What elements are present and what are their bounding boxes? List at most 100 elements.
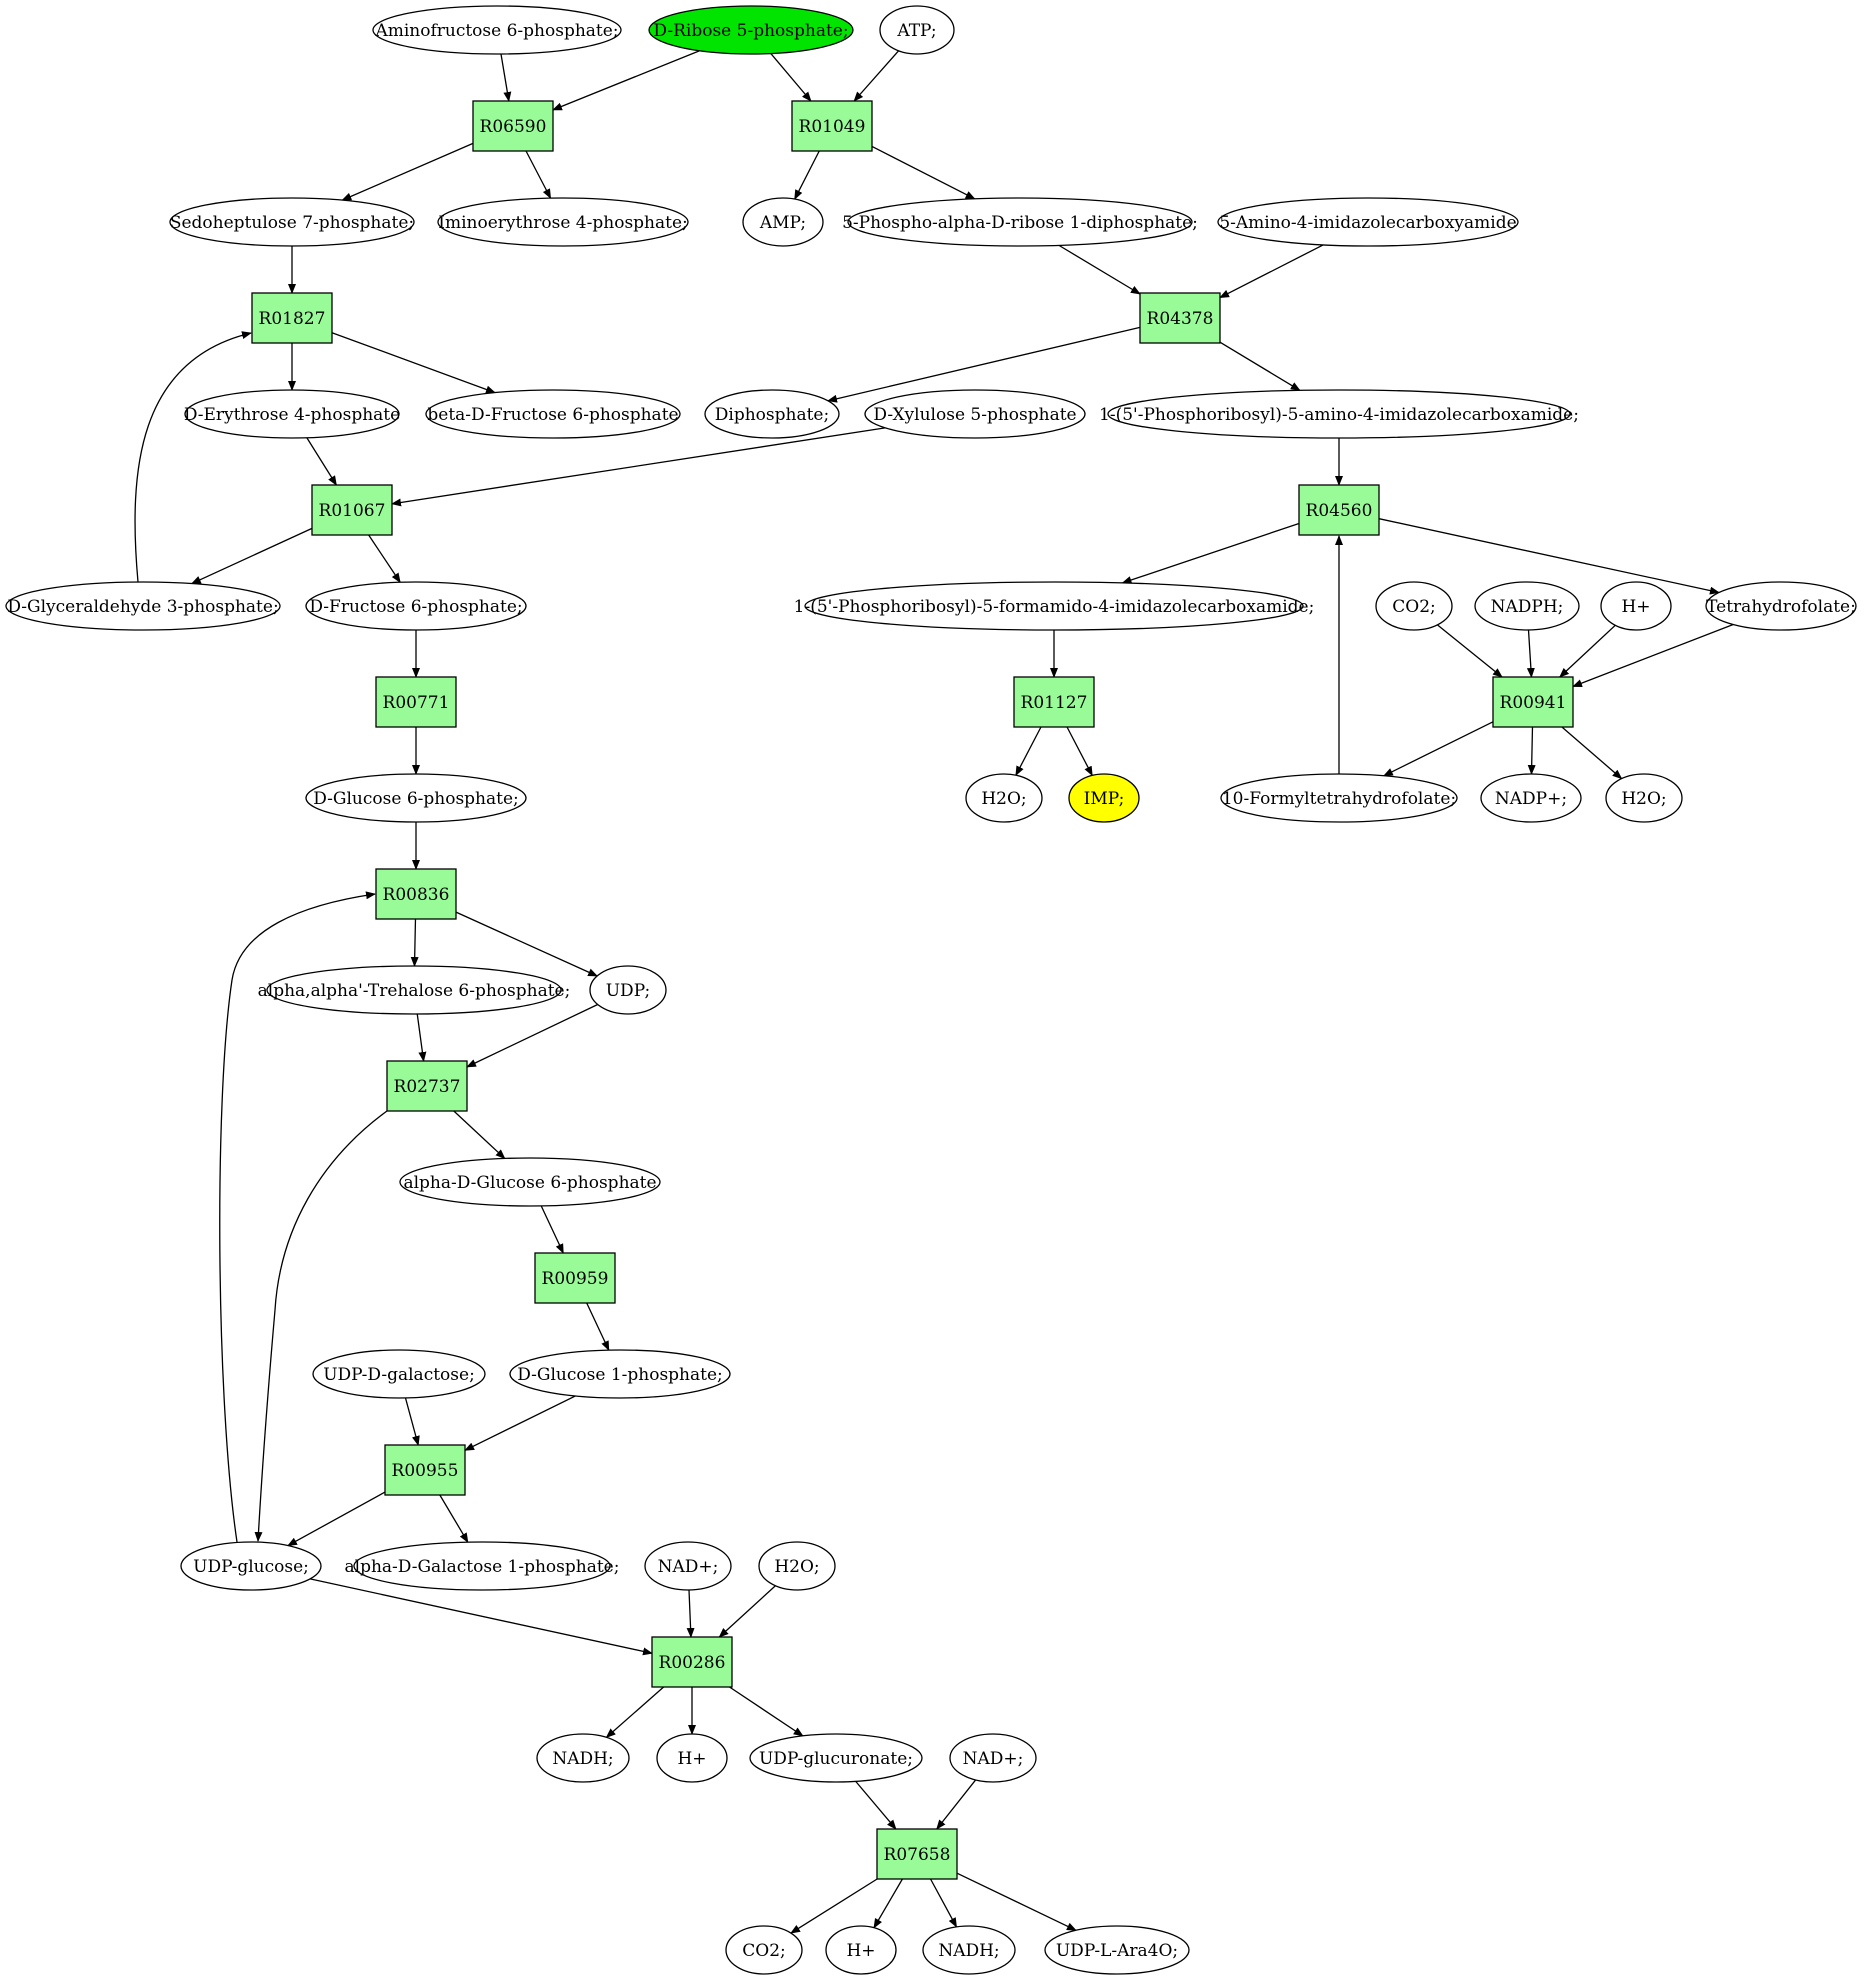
compound-node-xylulose5p[interactable]: D-Xylulose 5-phosphate — [864, 389, 1086, 439]
compound-node-trehalose6p[interactable]: alpha,alpha'-Trehalose 6-phosphate; — [258, 965, 571, 1015]
compound-node-h-c[interactable]: H+ — [825, 1925, 897, 1975]
compound-node-glucose1p[interactable]: D-Glucose 1-phosphate; — [509, 1349, 731, 1399]
edge-R01049-to-prpp — [871, 145, 976, 200]
compound-label: NADPH; — [1491, 597, 1564, 617]
compound-node-aicar[interactable]: 1-(5'-Phosphoribosyl)-5-amino-4-imidazol… — [1099, 389, 1579, 439]
compound-label: D-Erythrose 4-phosphate — [184, 405, 400, 425]
reaction-box — [1298, 484, 1380, 536]
compound-node-nadh-a[interactable]: NADH; — [536, 1733, 630, 1783]
compound-node-g3p[interactable]: D-Glyceraldehyde 3-phosphate; — [5, 581, 281, 631]
compound-node-prpp[interactable]: 5-Phospho-alpha-D-ribose 1-diphosphate; — [842, 197, 1198, 247]
reaction-node-r04378[interactable]: R04378 — [1139, 292, 1221, 344]
edge-prpp-to-R04378 — [1058, 244, 1141, 295]
compound-label: alpha,alpha'-Trehalose 6-phosphate; — [258, 981, 571, 1001]
edge-R07658-to-h_c — [873, 1878, 903, 1929]
edge-aica-to-R04378 — [1219, 244, 1324, 299]
compound-node-aminofructose6p[interactable]: Aminofructose 6-phosphate; — [372, 5, 622, 55]
compound-node-nadh-b[interactable]: NADH; — [922, 1925, 1016, 1975]
edge-R00286-to-udpglucuronate — [729, 1686, 804, 1737]
compound-label: H2O; — [774, 1557, 819, 1577]
compound-node-udpglucuronate[interactable]: UDP-glucuronate; — [749, 1733, 923, 1783]
reaction-box — [1013, 676, 1095, 728]
reaction-node-r00286[interactable]: R00286 — [651, 1636, 733, 1688]
edge-erythrose4p-to-R01067 — [306, 437, 337, 486]
reaction-node-r02737[interactable]: R02737 — [386, 1060, 468, 1112]
compound-node-erythrose4p[interactable]: D-Erythrose 4-phosphate — [184, 389, 400, 439]
compound-node-h-a[interactable]: H+ — [1600, 581, 1672, 631]
reaction-node-r04560[interactable]: R04560 — [1298, 484, 1380, 536]
compound-label: 5-Amino-4-imidazolecarboxyamide — [1219, 213, 1516, 233]
edge-R00941-to-h2o_b — [1561, 726, 1623, 780]
compound-node-udpglucose[interactable]: UDP-glucose; — [180, 1541, 322, 1591]
compound-ellipse — [804, 581, 1304, 631]
compound-ellipse — [949, 1733, 1037, 1783]
compound-node-h2o-b[interactable]: H2O; — [1605, 773, 1683, 823]
compound-node-h2o-a[interactable]: H2O; — [965, 773, 1043, 823]
compound-ellipse — [656, 1733, 728, 1783]
compound-node-aica[interactable]: 5-Amino-4-imidazolecarboxyamide — [1217, 197, 1519, 247]
compound-node-ribose5p[interactable]: D-Ribose 5-phosphate; — [648, 5, 854, 55]
compound-node-thf[interactable]: Tetrahydrofolate; — [1705, 581, 1857, 631]
reaction-node-r01127[interactable]: R01127 — [1013, 676, 1095, 728]
compound-node-formylthf[interactable]: 10-Formyltetrahydrofolate; — [1220, 773, 1458, 823]
reaction-node-r06590[interactable]: R06590 — [472, 100, 554, 152]
compound-node-co2-a[interactable]: CO2; — [1375, 581, 1453, 631]
reaction-label: R01067 — [319, 501, 386, 521]
edge-R00836-to-trehalose6p — [410, 918, 419, 967]
reaction-node-r01067[interactable]: R01067 — [311, 484, 393, 536]
compound-node-amp[interactable]: AMP; — [742, 197, 824, 247]
reaction-box — [876, 1828, 958, 1880]
compound-node-nadph[interactable]: NADPH; — [1474, 581, 1580, 631]
reaction-node-r00836[interactable]: R00836 — [375, 868, 457, 920]
edge-udpglucose-to-R00836 — [219, 891, 376, 1543]
reaction-node-r00771[interactable]: R00771 — [375, 676, 457, 728]
compound-node-iminoerythrose4p[interactable]: Iminoerythrose 4-phosphate; — [437, 197, 689, 247]
reaction-node-r01049[interactable]: R01049 — [791, 100, 873, 152]
compound-node-galactose1p[interactable]: alpha-D-Galactose 1-phosphate; — [345, 1541, 620, 1591]
edge-xylulose5p-to-R01067 — [391, 427, 886, 507]
compound-node-udp[interactable]: UDP; — [589, 965, 667, 1015]
edge-R00286-to-nadh_a — [605, 1686, 665, 1739]
compound-node-imp[interactable]: IMP; — [1068, 773, 1140, 823]
compound-node-nad-b[interactable]: NAD+; — [949, 1733, 1037, 1783]
reaction-node-r00959[interactable]: R00959 — [534, 1252, 616, 1304]
compound-node-h2o-c[interactable]: H2O; — [758, 1541, 836, 1591]
compound-node-sedoheptulose7p[interactable]: Sedoheptulose 7-phosphate; — [169, 197, 415, 247]
compound-node-atp[interactable]: ATP; — [879, 5, 955, 55]
reaction-label: R04560 — [1306, 501, 1373, 521]
compound-ellipse — [305, 581, 527, 631]
reaction-label: R01049 — [799, 117, 866, 137]
compound-ellipse — [305, 773, 527, 823]
compound-node-udpgalactose[interactable]: UDP-D-galactose; — [312, 1349, 486, 1399]
compound-ellipse — [965, 773, 1043, 823]
compound-node-faicar[interactable]: 1-(5'-Phosphoribosyl)-5-formamido-4-imid… — [794, 581, 1315, 631]
compound-node-nad-a[interactable]: NAD+; — [644, 1541, 732, 1591]
compound-node-fructose6p-beta[interactable]: beta-D-Fructose 6-phosphate — [425, 389, 681, 439]
edge-aminofructose6p-to-R06590 — [500, 53, 512, 102]
compound-node-udparabinose[interactable]: UDP-L-Ara4O; — [1044, 1925, 1190, 1975]
compound-label: NADH; — [552, 1749, 613, 1769]
edge-ribose5p-to-R06590 — [552, 50, 700, 111]
edge-R01067-to-fructose6p — [368, 534, 401, 584]
compound-node-glucose6p[interactable]: D-Glucose 6-phosphate; — [305, 773, 527, 823]
compound-node-co2-b[interactable]: CO2; — [725, 1925, 803, 1975]
compound-node-h-b[interactable]: H+ — [656, 1733, 728, 1783]
reaction-node-r00941[interactable]: R00941 — [1492, 676, 1574, 728]
edge-udpgalactose-to-R00955 — [404, 1397, 420, 1446]
compound-node-aglucose6p[interactable]: alpha-D-Glucose 6-phosphate — [399, 1157, 661, 1207]
edges-layer — [134, 50, 1734, 1934]
compound-ellipse — [425, 389, 681, 439]
edge-R04560-to-thf — [1378, 518, 1720, 595]
compound-ellipse — [922, 1925, 1016, 1975]
compound-node-diphosphate[interactable]: Diphosphate; — [704, 389, 840, 439]
compound-label: NADH; — [938, 1941, 999, 1961]
reaction-node-r07658[interactable]: R07658 — [876, 1828, 958, 1880]
compound-label: D-Fructose 6-phosphate; — [309, 597, 522, 617]
reaction-node-r01827[interactable]: R01827 — [251, 292, 333, 344]
compound-label: NAD+; — [963, 1749, 1024, 1769]
reaction-node-r00955[interactable]: R00955 — [384, 1444, 466, 1496]
compound-node-fructose6p[interactable]: D-Fructose 6-phosphate; — [305, 581, 527, 631]
compound-node-nadp[interactable]: NADP+; — [1480, 773, 1582, 823]
reaction-label: R00955 — [392, 1461, 459, 1481]
reaction-label: R01127 — [1021, 693, 1088, 713]
